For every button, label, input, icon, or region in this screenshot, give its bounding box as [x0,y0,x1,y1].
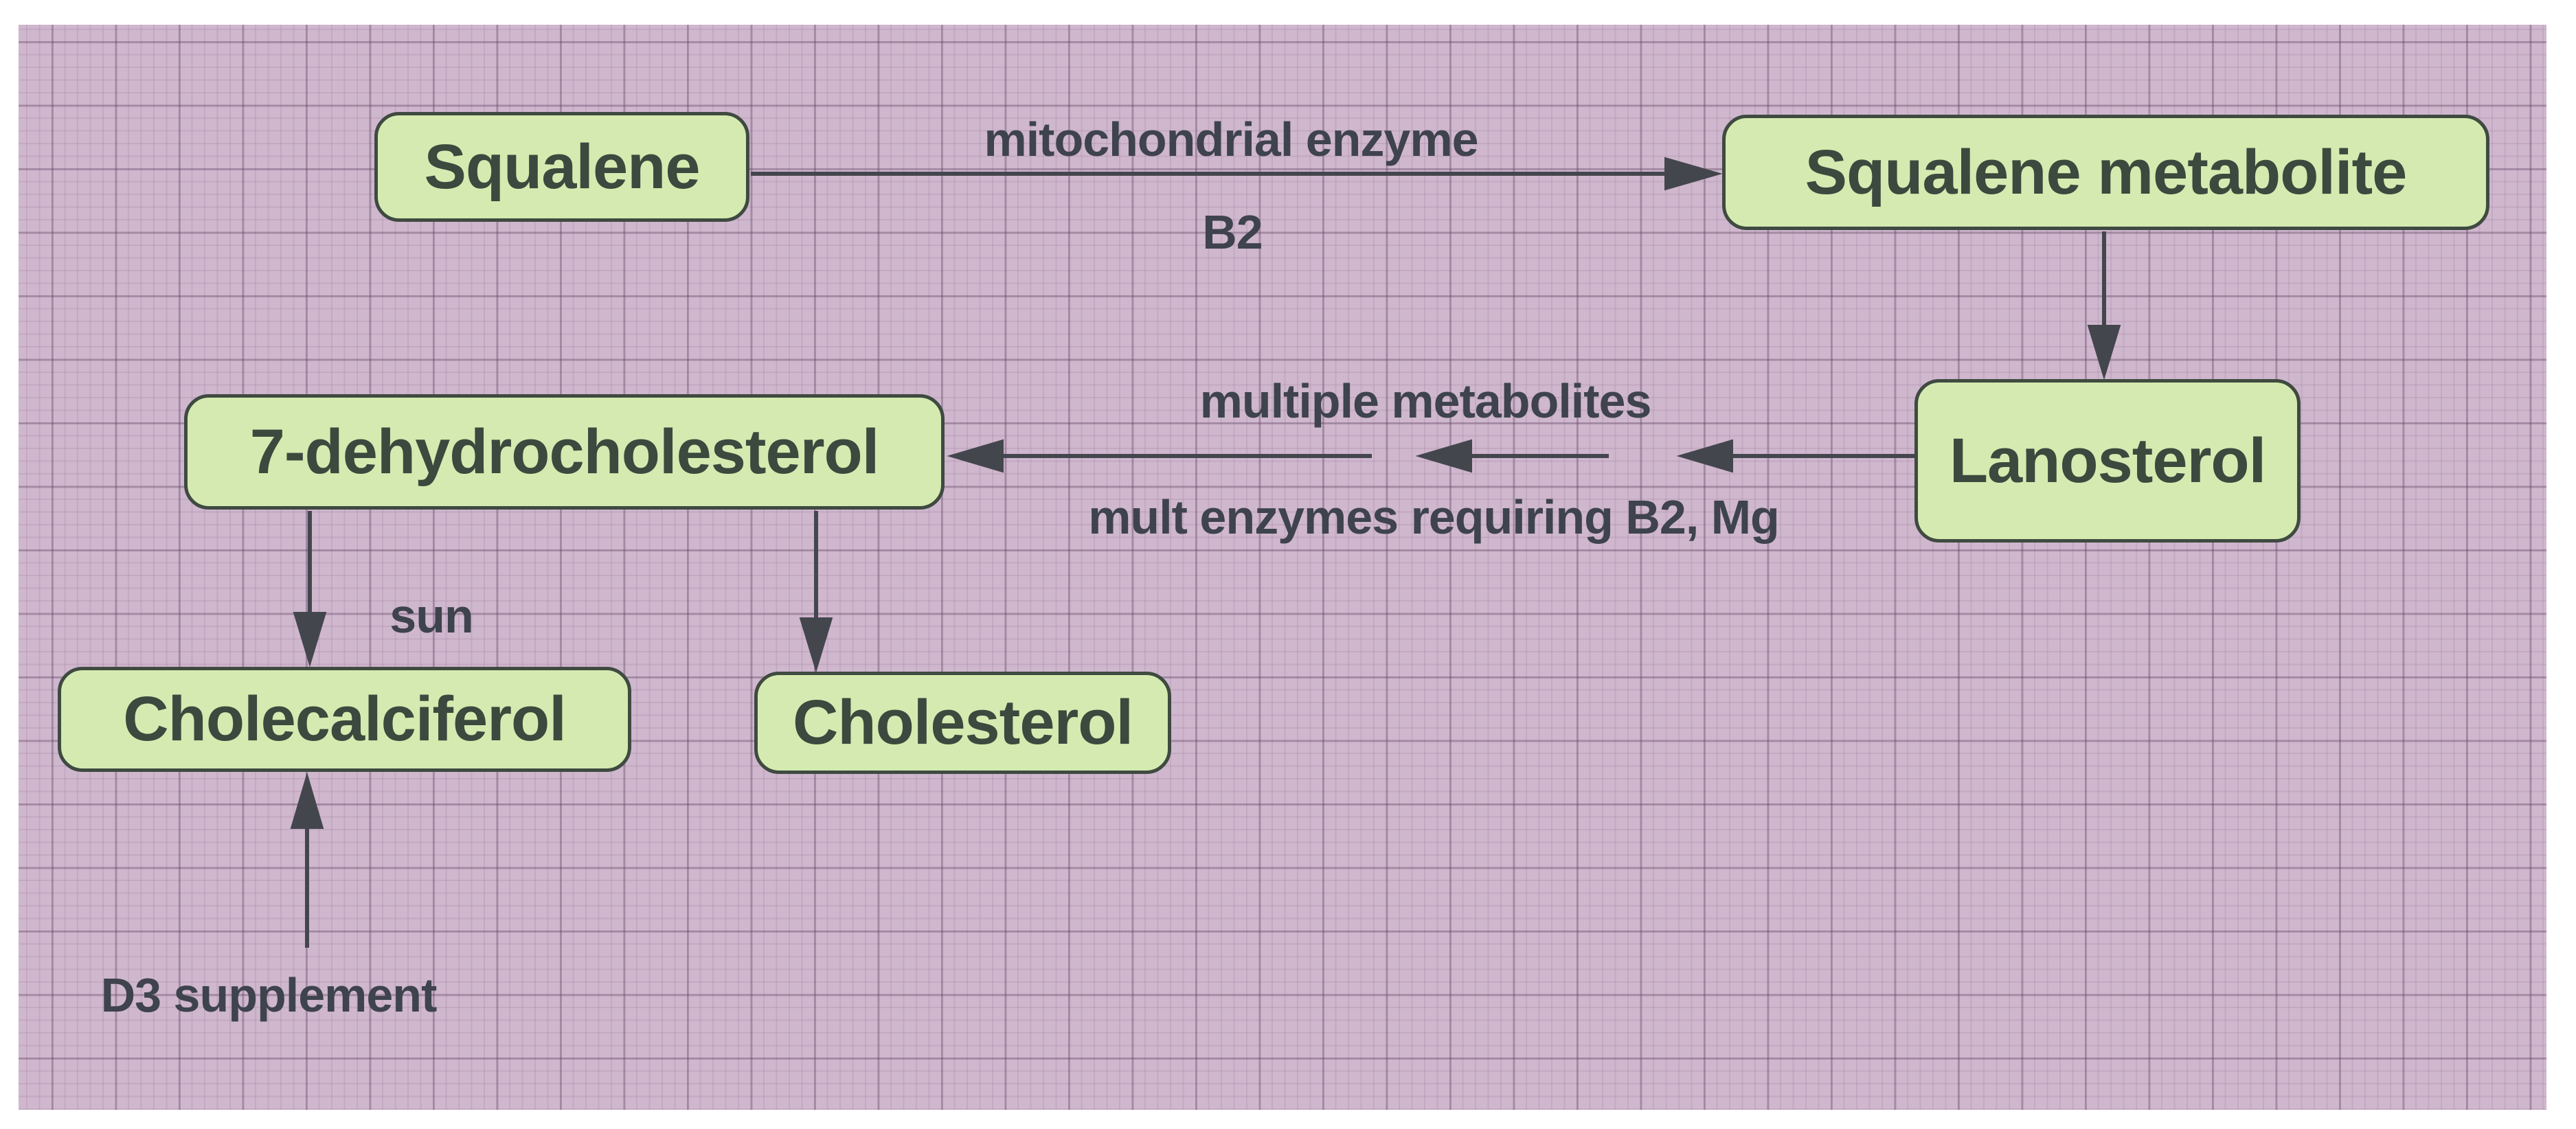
edge-7-dehydrocholesterol-to-cholecalciferol[interactable] [293,511,327,668]
node-squalene[interactable]: Squalene [374,112,749,222]
edge-d3-supplement-to-cholecalciferol[interactable] [290,772,324,948]
edge-7-dehydrocholesterol-to-cholesterol[interactable] [799,511,833,673]
edge-label-b2[interactable]: B2 [1202,205,1263,259]
node-cholesterol[interactable]: Cholesterol [754,672,1171,774]
node-7-dehydrocholesterol[interactable]: 7-dehydrocholesterol [184,394,945,510]
edge-label-sun[interactable]: sun [389,589,473,643]
node-cholecalciferol[interactable]: Cholecalciferol [58,667,631,772]
node-cholesterol-label: Cholesterol [792,687,1133,757]
edge-label-multiple-metabolites[interactable]: multiple metabolites [1199,374,1652,428]
edge-label-mult-enzymes[interactable]: mult enzymes requiring B2, Mg [1088,490,1780,544]
edge-label-d3-supplement[interactable]: D3 supplement [100,968,438,1022]
edge-label-mitochondrial-enzyme[interactable]: mitochondrial enzyme [984,113,1478,166]
node-lanosterol[interactable]: Lanosterol [1914,379,2301,543]
node-squalene-metabolite[interactable]: Squalene metabolite [1722,115,2489,230]
node-squalene-metabolite-label: Squalene metabolite [1805,137,2408,207]
node-squalene-label: Squalene [424,131,700,202]
edge-lanosterol-to-intermediate-1[interactable] [1676,439,1914,473]
edge-intermediate-2-to-7-dehydrocholesterol[interactable] [947,439,1372,473]
edge-squalene-to-squalene-metabolite[interactable] [751,157,1723,191]
edge-squalene-metabolite-to-lanosterol[interactable] [2087,231,2121,380]
node-7-dehydrocholesterol-label: 7-dehydrocholesterol [249,416,880,487]
node-cholecalciferol-label: Cholecalciferol [123,684,567,754]
edge-intermediate-1-to-intermediate-2[interactable] [1415,439,1609,473]
node-lanosterol-label: Lanosterol [1949,425,2266,496]
